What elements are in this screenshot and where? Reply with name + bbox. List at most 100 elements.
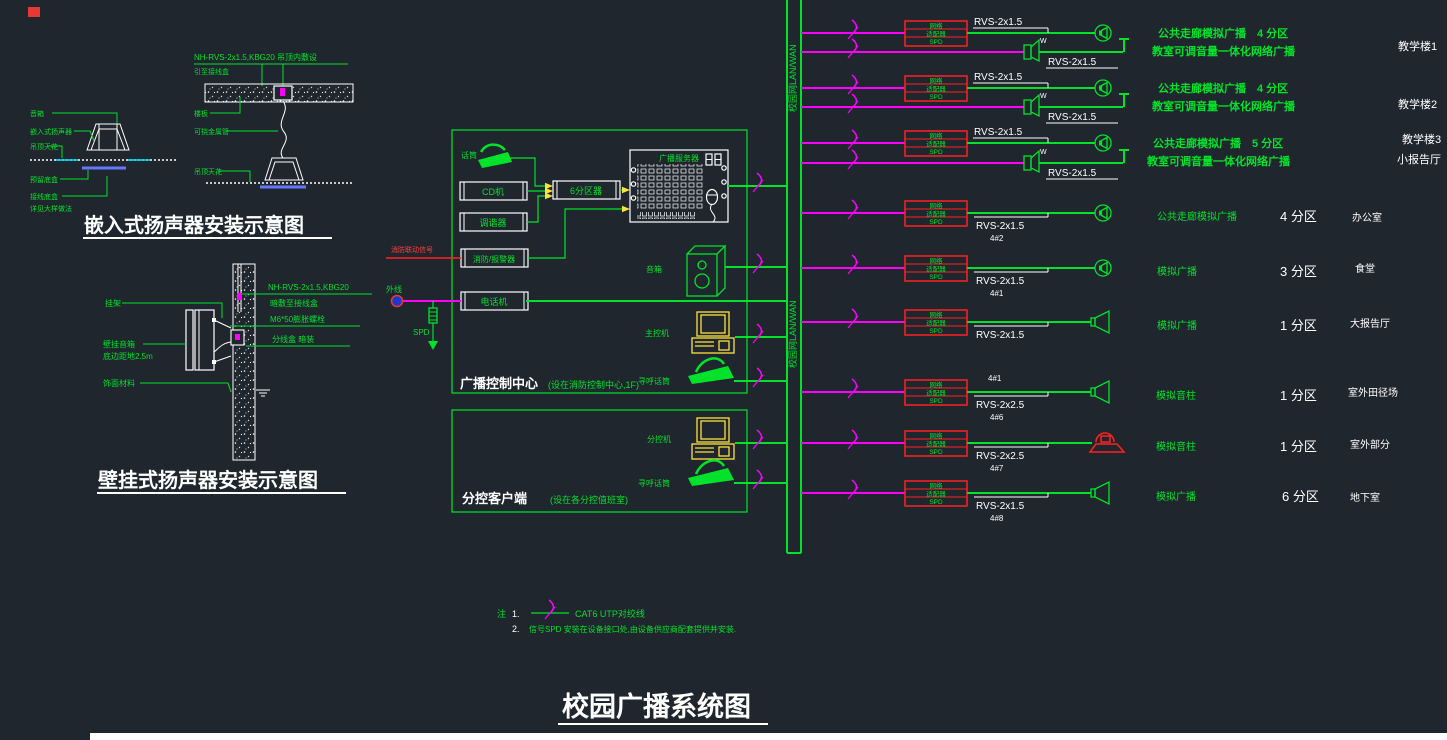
cable-label: RVS-2x2.5 (976, 451, 1025, 462)
cable-tag: 4#6 (990, 413, 1004, 422)
spd-box-line3: SPD (929, 149, 943, 156)
spd-box-line2: 适配器 (926, 489, 946, 498)
bus-label-mid: 校园网LAN/WAN (787, 300, 798, 368)
detail1-cable-label2: 引至接线盒 (194, 67, 229, 76)
branch-zone: 1 分区 (1280, 388, 1317, 403)
cable-label: RVS-2x1.5 (976, 330, 1025, 341)
broadcast-server-icon (629, 149, 729, 223)
cable-label: RVS-2x1.5 (976, 501, 1025, 512)
spd-box-line2: 适配器 (926, 439, 946, 448)
branch-location: 大报告厅 (1350, 317, 1390, 330)
detail1-label-junction: 接线底盒 (30, 192, 58, 201)
control-center-border (451, 129, 748, 394)
branch-row-4: 网络 适配器 SPD RVS-2x1.5 4#2 公共走廊模拟广播 4 分区 办… (801, 199, 1382, 243)
note-2-number: 2. (512, 624, 520, 634)
cable-tag: 4#7 (990, 464, 1004, 473)
detail2-label-finish: 饰面材料 (103, 378, 135, 388)
branch-row-1: 网络 适配器 SPD RVS-2x1.5 W RVS-2x1.5 公共走廊模拟广… (801, 17, 1437, 69)
cable-label2: RVS-2x1.5 (1048, 57, 1097, 68)
spd-box-line3: SPD (929, 449, 943, 456)
detail2-label-bracket: 挂架 (105, 298, 121, 308)
spd-box-line1: 网络 (930, 380, 944, 389)
cable-tag: 4#2 (990, 234, 1004, 243)
cable-label: RVS-2x1.5 (974, 17, 1023, 28)
branch-desc1: 公共走廊模拟广播 5 分区 (1153, 136, 1283, 150)
paging-mic-label: 寻呼话筒 (638, 376, 670, 386)
red-marker-icon (28, 7, 40, 17)
wall-speaker-detail: NH-RVS-2x1.5,KBG20 暗敷至接线盒 M6*50膨胀螺栓 分线盒 … (97, 263, 372, 494)
cd-player-label: CD机 (482, 186, 504, 197)
spd-label: SPD (413, 328, 430, 337)
note-1-number: 1. (512, 609, 520, 619)
detail2-bolt-label: M6*50膨胀螺栓 (270, 314, 325, 324)
branch-location: 地下室 (1350, 491, 1380, 504)
detail1-label-flexconduit: 可挠金属管 (194, 127, 229, 136)
branch-row-7: 网络 适配器 SPD 4#1 RVS-2x2.5 4#6 模拟音柱 1 分区 室… (801, 374, 1398, 422)
wall-speaker-mark: W (1040, 38, 1047, 45)
detail1-label-note: 详见大样做法 (30, 204, 72, 213)
detail2-title: 壁挂式扬声器安装示意图 (98, 468, 318, 492)
branch-desc1: 公共走廊模拟广播 4 分区 (1158, 81, 1288, 95)
branch-desc: 模拟广播 (1157, 319, 1197, 332)
branch-desc: 模拟音柱 (1156, 440, 1196, 453)
notes-prefix: 注 (497, 608, 506, 619)
spd-arrester-icon (428, 301, 438, 350)
spd-box-line1: 网络 (930, 76, 944, 85)
detail1-label-slab: 楼板 (194, 109, 208, 118)
branch-desc2: 教室可调音量一体化网络广播 (1151, 99, 1296, 113)
spd-box-line2: 适配器 (926, 264, 946, 273)
detail1-label-backbox: 预留底盒 (30, 175, 58, 184)
spd-box-line1: 网络 (930, 256, 944, 265)
sub-client-border (451, 409, 748, 513)
cable-tag-above: 4#1 (988, 374, 1002, 383)
detail2-label-speaker: 壁挂音箱 (103, 339, 135, 349)
detail1-cable-label: NH-RVS-2x1.5,KBG20 吊顶内敷设 (194, 52, 317, 62)
outside-line-node (390, 294, 404, 308)
branch-desc2: 教室可调音量一体化网络广播 (1146, 154, 1291, 168)
spd-box-line2: 适配器 (926, 209, 946, 218)
detail2-cable-label2: 暗敷至接线盒 (270, 298, 318, 308)
phone-interface-label: 电话机 (480, 296, 507, 307)
embedded-speaker-detail: 音箱 嵌入式扬声器 吊顶天花 预留底盒 接线底盒 详见大样做法 NH-RVS-2… (30, 52, 354, 239)
monitor-speaker-icon (686, 245, 727, 297)
branch-location: 食堂 (1355, 262, 1375, 275)
desk-mic-icon (478, 143, 512, 168)
cable-tag: 4#1 (990, 289, 1004, 298)
outdoor-column-speaker-icon (1088, 432, 1126, 453)
cable-label2: RVS-2x1.5 (1048, 112, 1097, 123)
spd-box-line3: SPD (929, 499, 943, 506)
branch-location2: 小报告厅 (1397, 152, 1441, 166)
spd-box-line1: 网络 (930, 21, 944, 30)
main-pc-label: 主控机 (645, 328, 669, 338)
branch-desc: 公共走廊模拟广播 (1157, 210, 1237, 223)
branch-desc: 模拟音柱 (1156, 389, 1196, 402)
branch-row-6: 网络 适配器 SPD RVS-2x1.5 模拟广播 1 分区 大报告厅 (801, 308, 1390, 341)
spd-box-line2: 适配器 (926, 318, 946, 327)
branch-row-2: 网络 适配器 SPD RVS-2x1.5 W RVS-2x1.5 公共走廊模拟广… (801, 72, 1437, 124)
branch-zone: 4 分区 (1280, 209, 1317, 224)
control-center-title: 广播控制中心 (460, 376, 538, 391)
fire-signal-label: 消防联动信号 (391, 245, 433, 254)
fire-interface-label: 消防/报警器 (473, 254, 515, 264)
spd-box-line1: 网络 (930, 201, 944, 210)
bottom-white-strip (90, 733, 1447, 740)
wall-speaker-mark: W (1040, 149, 1047, 156)
sub-paging-mic-label: 寻呼话筒 (638, 478, 670, 488)
cable-tag: 4#8 (990, 514, 1004, 523)
cable-label: RVS-2x2.5 (976, 400, 1025, 411)
cable-label: RVS-2x1.5 (974, 72, 1023, 83)
branch-zone: 1 分区 (1280, 439, 1317, 454)
bus-label-top: 校园网LAN/WAN (787, 44, 798, 112)
spd-box-line1: 网络 (930, 481, 944, 490)
branch-location: 教学楼3 (1402, 132, 1441, 146)
branch-location: 室外部分 (1350, 438, 1390, 451)
detail1-label-embedded-speaker: 嵌入式扬声器 (30, 127, 72, 136)
spd-box-line3: SPD (929, 94, 943, 101)
branch-row-8: 网络 适配器 SPD RVS-2x2.5 4#7 模拟音柱 1 分区 室外部分 (801, 429, 1390, 473)
drawing-title: 校园广播系统图 (562, 691, 751, 722)
outside-line-label: 外线 (386, 284, 402, 294)
spd-box-line2: 适配器 (926, 84, 946, 93)
detail2-label-height: 底边距地2.5m (103, 351, 153, 361)
